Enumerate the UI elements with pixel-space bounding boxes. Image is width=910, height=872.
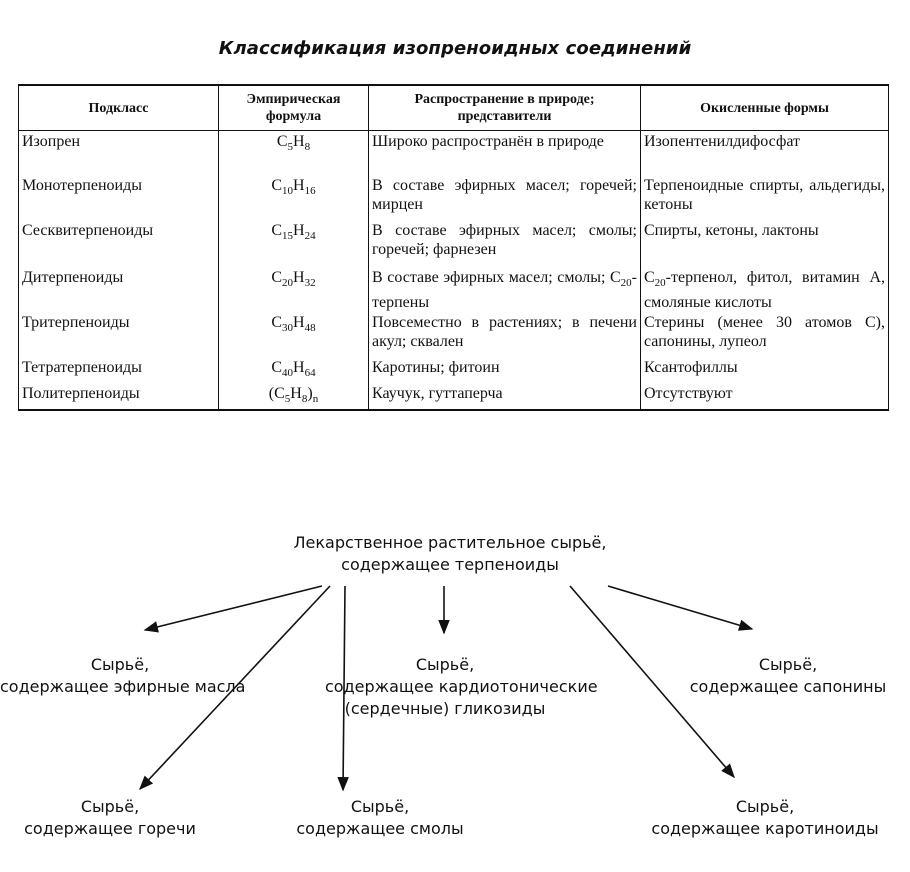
cell-distribution: Широко распространён в природе: [368, 130, 641, 175]
arrow-to-resins: [337, 585, 349, 792]
cell-oxidized: Терпеноидные спирты, альдегиды, кетоны: [640, 174, 889, 220]
cell-oxidized: Ксантофиллы: [640, 356, 889, 383]
cell-subclass: Изопрен: [18, 130, 219, 175]
cell-formula: C20H32: [218, 266, 369, 312]
cell-oxidized: Изопентенилдифосфат: [640, 130, 889, 175]
cell-formula: C30H48: [218, 311, 369, 357]
node-cardiac-glycosides: Сырьё,содержащее кардиотонические(сердеч…: [325, 655, 598, 718]
table-row: Политерпеноиды (C5H8)n Каучук, гуттаперч…: [18, 382, 889, 412]
cell-formula: C5H8: [218, 130, 369, 175]
cell-subclass: Политерпеноиды: [18, 382, 219, 412]
cell-formula: C40H64: [218, 356, 369, 383]
table-header-row: Подкласс Эмпирическая формула Распростра…: [18, 84, 889, 131]
arrow-to-saponins: [607, 585, 754, 631]
node-carotenoids: Сырьё,содержащее каротиноиды: [651, 797, 879, 838]
node-saponins: Сырьё,содержащее сапонины: [689, 655, 887, 696]
cell-distribution: В составе эфирных масел; горечей; мирцен: [368, 174, 641, 220]
cell-distribution: Каучук, гуттаперча: [368, 382, 641, 412]
cell-formula: C15H24: [218, 219, 369, 267]
header-distribution: Распространение в природе; представители: [368, 84, 641, 131]
terpenoid-raw-material-diagram: Лекарственное растительное сырьё,содержа…: [0, 440, 910, 872]
cell-subclass: Тритерпеноиды: [18, 311, 219, 357]
arrow-to-carotenoids: [569, 585, 735, 779]
cell-distribution: В составе эфирных масел; смолы; C20-терп…: [368, 266, 641, 312]
header-formula: Эмпирическая формула: [218, 84, 369, 131]
cell-oxidized: Отсутствуют: [640, 382, 889, 412]
root-node: Лекарственное растительное сырьё,содержа…: [293, 533, 607, 574]
arrow-to-essential-oils: [143, 585, 323, 633]
table-row: Монотерпеноиды C10H16 В составе эфирных …: [18, 174, 889, 220]
table-title: Классификация изопреноидных соединений: [218, 38, 692, 59]
cell-oxidized: Стерины (менее 30 атомов С), сапонины, л…: [640, 311, 889, 357]
table-row: Тетратерпеноиды C40H64 Каротины; фитоин …: [18, 356, 889, 383]
cell-oxidized: Спирты, кетоны, лактоны: [640, 219, 889, 267]
cell-subclass: Сесквитерпеноиды: [18, 219, 219, 267]
header-subclass: Подкласс: [18, 84, 219, 131]
table-row: Изопрен C5H8 Широко распространён в прир…: [18, 130, 889, 175]
node-bitters: Сырьё,содержащее горечи: [24, 797, 196, 838]
diagram-arrows: [139, 585, 754, 792]
table-row: Сесквитерпеноиды C15H24 В составе эфирны…: [18, 219, 889, 267]
cell-formula: (C5H8)n: [218, 382, 369, 412]
table-row: Тритерпеноиды C30H48 Повсеместно в расте…: [18, 311, 889, 357]
table-row: Дитерпеноиды C20H32 В составе эфирных ма…: [18, 266, 889, 312]
node-resins: Сырьё,содержащее смолы: [296, 797, 464, 838]
cell-subclass: Дитерпеноиды: [18, 266, 219, 312]
cell-distribution: Каротины; фитоин: [368, 356, 641, 383]
arrow-to-bitters: [139, 585, 331, 791]
cell-distribution: Повсеместно в растениях; в печени акул; …: [368, 311, 641, 357]
cell-oxidized: C20-терпенол, фитол, витамин А, смоляные…: [640, 266, 889, 312]
node-essential-oils: Сырьё,содержащее эфирные масла: [0, 655, 246, 696]
cell-formula: C10H16: [218, 174, 369, 220]
cell-distribution: В составе эфирных масел; смолы; горечей;…: [368, 219, 641, 267]
classification-table: Подкласс Эмпирическая формула Распростра…: [18, 84, 889, 412]
header-oxidized-forms: Окисленные формы: [640, 84, 889, 131]
cell-subclass: Монотерпеноиды: [18, 174, 219, 220]
cell-subclass: Тетратерпеноиды: [18, 356, 219, 383]
